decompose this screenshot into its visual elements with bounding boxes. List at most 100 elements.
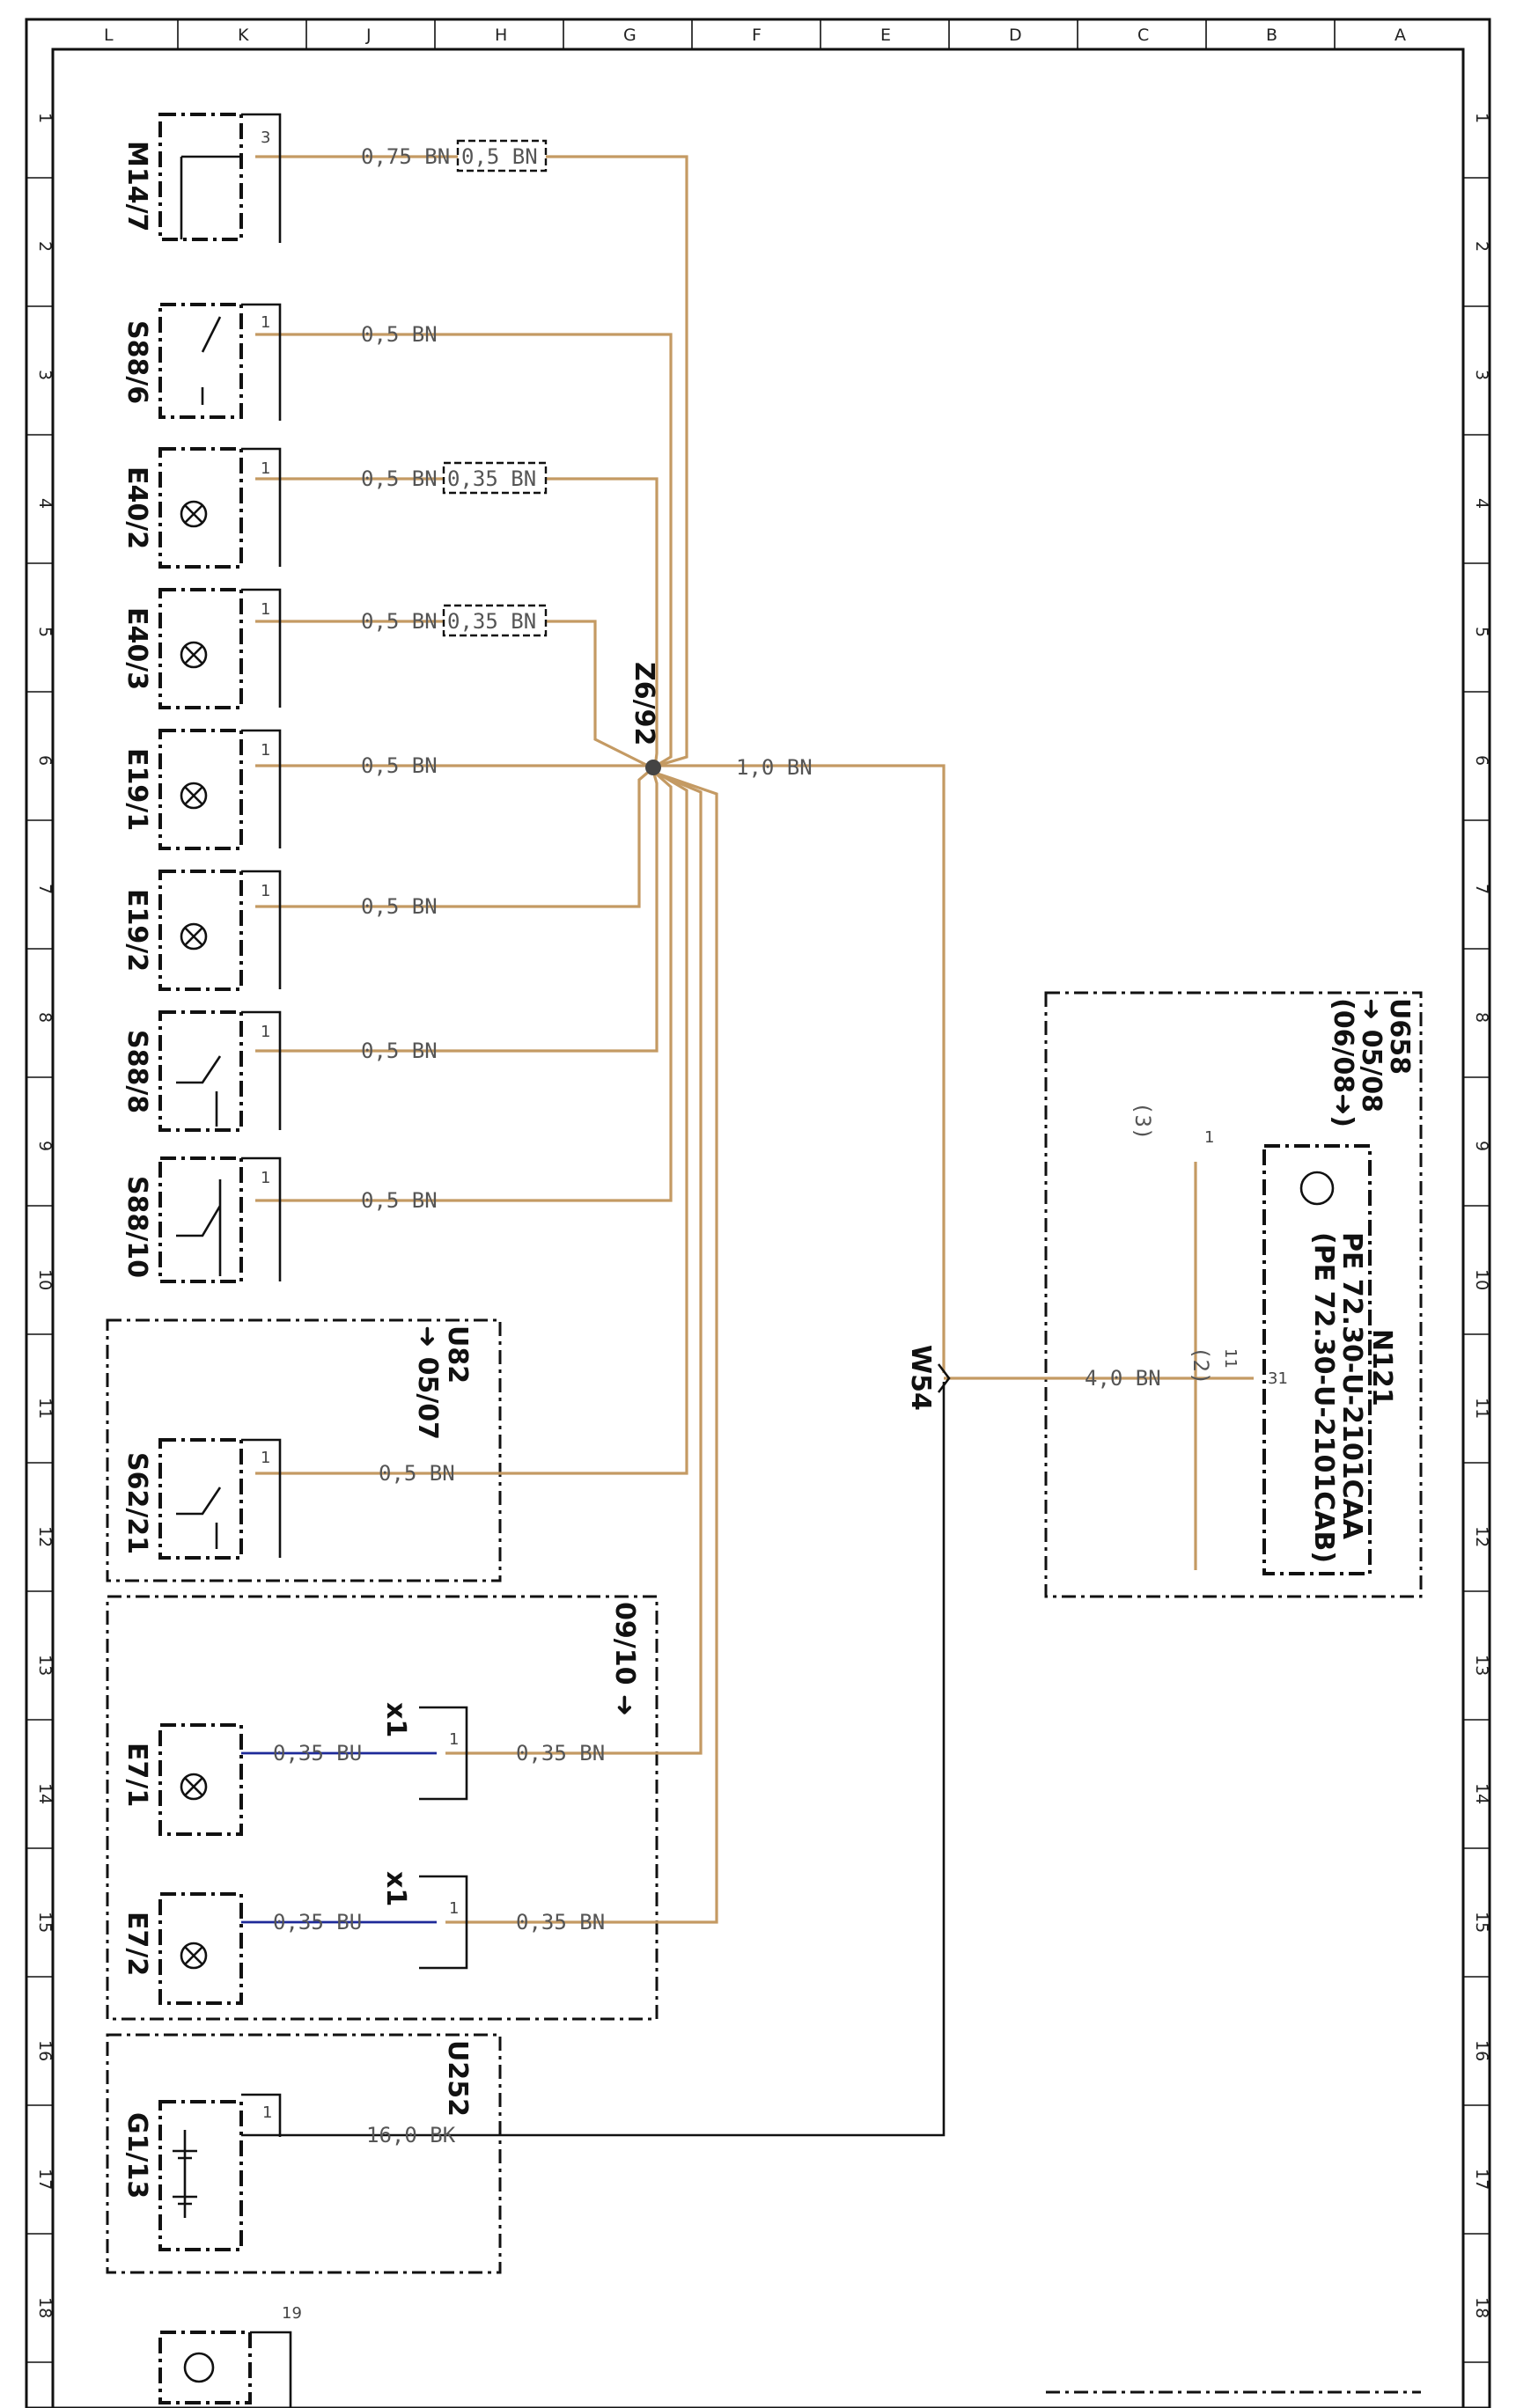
e40-3-wire: 0,5 BN [361, 609, 438, 634]
e7-2-lamp-icon [180, 1942, 208, 1970]
row-ruler: 1 2 3 4 5 6 7 8 9 10 11 12 13 14 15 16 1… [26, 113, 1491, 2363]
ruler-row-15-left: 15 [35, 1912, 55, 1933]
battery-icon [173, 2130, 197, 2218]
wire-e7-1 [445, 773, 703, 1755]
e7-2-connector-icon [419, 1875, 468, 1970]
n121-pin-top-alt: (3) [1130, 1102, 1155, 1140]
n121-ref1: PE 72.30-U-2101CAA [1336, 1232, 1367, 1540]
g1-13-label: G1/13 [121, 2112, 152, 2199]
group-u252 [106, 2033, 502, 2274]
e7-1-label: E7/1 [121, 1743, 152, 1807]
e19-2-pin: 1 [261, 882, 270, 900]
wire-e19-2 [255, 767, 653, 908]
component-s88-6: 1 S88/6 0,5 BN [121, 303, 438, 421]
s88-6-wire: 0,5 BN [361, 322, 438, 347]
wire-e40-3 [255, 620, 649, 767]
e40-3-lamp-icon [180, 641, 208, 669]
ruler-row-4-left: 4 [35, 498, 55, 509]
component-bottom-partial: 19 [158, 2304, 302, 2408]
ruler-col-d: D [1009, 26, 1022, 45]
n121-wire: 4,0 BN [1085, 1366, 1161, 1391]
group-u82 [106, 1318, 502, 1582]
e40-2-label: E40/2 [121, 466, 152, 549]
s62-21-wire: 0,5 BN [379, 1461, 455, 1486]
e19-1-lamp-icon [180, 782, 208, 810]
ruler-row-9-left: 9 [35, 1141, 55, 1151]
bottom-part-pin: 19 [282, 2304, 302, 2323]
ruler-row-15-right: 15 [1472, 1912, 1491, 1933]
ruler-row-13-right: 13 [1472, 1655, 1491, 1676]
ruler-row-6-left: 6 [35, 755, 55, 766]
ruler-row-12-right: 12 [1472, 1526, 1491, 1547]
n121-pin-alt: (2) [1189, 1347, 1213, 1384]
group-u252-label: U252 [442, 2040, 473, 2117]
splice-point-icon [645, 760, 661, 775]
component-g1-13: 1 G1/13 16,0 BK [121, 2093, 456, 2251]
s88-10-wire: 0,5 BN [361, 1188, 438, 1213]
ruler-row-2-left: 2 [35, 241, 55, 252]
n121-ref2: (PE 72.30-U-2101CAB) [1308, 1232, 1339, 1563]
group-u82-label: U82 [442, 1325, 473, 1384]
ruler-row-4-right: 4 [1472, 498, 1491, 509]
e7-2-label: E7/2 [121, 1912, 152, 1976]
ruler-row-2-right: 2 [1472, 241, 1491, 252]
e7-1-connector-icon [419, 1706, 468, 1801]
ruler-row-10-right: 10 [1472, 1269, 1491, 1290]
n121-pin-alt-num: 11 [1221, 1348, 1240, 1369]
ruler-col-k: K [238, 26, 249, 45]
e19-1-label: E19/1 [121, 748, 152, 831]
ruler-row-18-right: 18 [1472, 2297, 1491, 2318]
splice-label: Z6/92 [629, 662, 659, 745]
ruler-row-10-left: 10 [35, 1269, 55, 1290]
ruler-row-8-left: 8 [35, 1012, 55, 1023]
inner-frame [51, 48, 1465, 2408]
e7-2-wire-bu: 0,35 BU [273, 1910, 362, 1934]
ruler-col-f: F [752, 26, 762, 45]
component-s88-10: 1 S88/10 0,5 BN [121, 1156, 438, 1283]
wire-splice-w54 [651, 764, 946, 1373]
s88-8-wire: 0,5 BN [361, 1039, 438, 1063]
ruler-col-g: G [623, 26, 637, 45]
ruler-row-5-left: 5 [35, 627, 55, 637]
ruler-row-16-right: 16 [1472, 2040, 1491, 2061]
s62-21-label: S62/21 [121, 1452, 152, 1554]
e7-1-wire-bn: 0,35 BN [516, 1741, 605, 1766]
ruler-row-3-left: 3 [35, 370, 55, 380]
e19-1-wire: 0,5 BN [361, 753, 438, 778]
e19-2-label: E19/2 [121, 889, 152, 972]
ruler-row-6-right: 6 [1472, 755, 1491, 766]
e40-2-lamp-icon [180, 500, 208, 528]
group-u658-label: U658 [1384, 998, 1415, 1075]
group-0910-note: 09/10 ➜ [609, 1602, 640, 1716]
g1-13-wire: 16,0 BK [366, 2123, 456, 2147]
ruler-col-b: B [1266, 26, 1277, 45]
e40-3-label: E40/3 [121, 607, 152, 690]
e40-2-tag: 0,35 BN [447, 466, 536, 491]
column-ruler: L K J H G F E D C B A [104, 19, 1406, 49]
e40-3-tag-box [442, 604, 548, 637]
ruler-row-17-left: 17 [35, 2169, 55, 2190]
e7-1-connector: x1 [380, 1702, 411, 1737]
component-e7-1: E7/1 0,35 BU x1 1 0,35 BN [121, 1702, 605, 1836]
ruler-row-7-right: 7 [1472, 884, 1491, 894]
ruler-col-h: H [495, 26, 507, 45]
s62-21-pin: 1 [261, 1449, 270, 1467]
ruler-col-a: A [1395, 26, 1406, 45]
e40-3-pin: 1 [261, 600, 270, 619]
component-m14-7: 3 M14/7 0,75 BN 0,5 BN [121, 113, 548, 243]
e7-2-pin: 1 [449, 1899, 459, 1918]
wire-s62-21 [255, 771, 688, 1475]
ruler-row-13-left: 13 [35, 1655, 55, 1676]
component-e40-3: 1 E40/3 0,5 BN 0,35 BN [121, 588, 548, 709]
ground-label: W54 [905, 1345, 936, 1411]
e19-1-pin: 1 [261, 741, 270, 760]
bottom-part-icon [183, 2352, 215, 2383]
group-u658 [1044, 991, 1423, 1598]
e40-2-tag-box [442, 461, 548, 495]
g1-13-pin: 1 [262, 2103, 272, 2122]
component-e19-2: 1 E19/2 0,5 BN [121, 870, 438, 991]
wire-g1-13 [241, 1382, 946, 2137]
wire-s88-8 [255, 770, 659, 1053]
group-u658-note1: ➜ 05/08 [1356, 998, 1387, 1112]
component-s62-21: 1 S62/21 0,5 BN [121, 1438, 455, 1560]
